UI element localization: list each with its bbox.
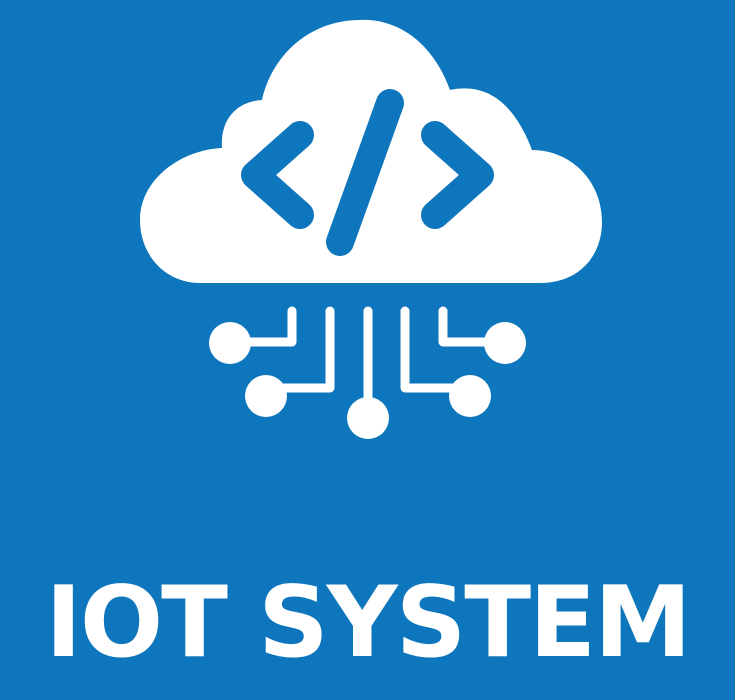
cloud-code-circuit-icon (140, 19, 602, 439)
code-brackets-icon (241, 89, 494, 256)
circuit-nodes-icon (209, 322, 526, 439)
circuit-lines-icon (240, 306, 500, 410)
tile-title: IOT SYSTEM (45, 566, 691, 680)
